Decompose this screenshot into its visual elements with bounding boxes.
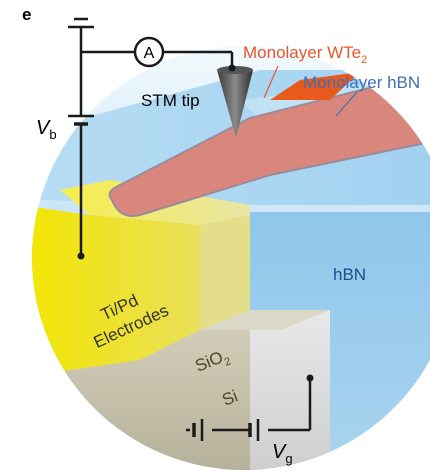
gate-circuit <box>186 378 312 441</box>
hbn-slab-edge <box>250 205 430 212</box>
hbn-leader-line <box>335 91 358 117</box>
monolayer-hbn-label: Monolayer hBN <box>303 73 420 92</box>
wte2-label: Monolayer WTe2 <box>243 43 367 66</box>
vg-label: Vg <box>272 441 293 466</box>
gate-contact-dot <box>306 374 314 382</box>
stm-tip-top <box>217 66 253 74</box>
svg-text:Si: Si <box>219 386 240 409</box>
substrate-pit-edge <box>200 310 330 330</box>
bias-circuit <box>68 17 234 256</box>
wte2-ribbon <box>108 68 430 217</box>
hbn-bulk-label: hBN <box>333 265 366 284</box>
stm-tip <box>217 70 253 138</box>
tip-contact-dot <box>228 64 236 72</box>
panel-label: e <box>22 5 31 24</box>
vb-label: Vb <box>36 117 57 142</box>
substrate-pit <box>250 310 330 470</box>
stm-tip-label: STM tip <box>141 91 200 110</box>
ammeter-label: A <box>144 45 155 62</box>
electrode-front-face <box>32 205 200 380</box>
electrode-side-face <box>200 215 250 330</box>
si-label: Si <box>219 386 240 409</box>
ammeter-circle <box>133 36 165 68</box>
wte2-monolayer-sliver <box>270 72 360 100</box>
electrode-contact-dot <box>77 252 85 260</box>
wte2-leader-line <box>263 65 279 99</box>
